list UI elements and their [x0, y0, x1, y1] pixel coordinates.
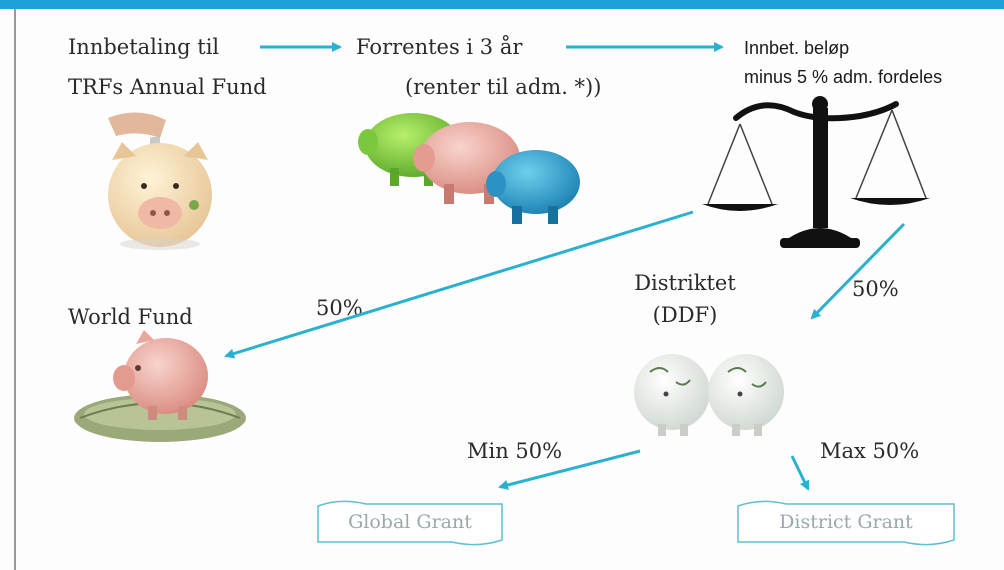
step2-line2: (renter til adm. *)): [405, 75, 602, 99]
step3-line2: minus 5 % adm. fordeles: [744, 67, 943, 87]
district-grant-box: [737, 500, 955, 546]
arrow-to-district: [810, 222, 906, 320]
ceramic-piggy-banks-icon: [634, 354, 784, 436]
left-border-line: [14, 9, 16, 570]
piggy-banks-colorful-icon: [358, 113, 580, 224]
step2-line1: Forrentes i 3 år: [356, 35, 523, 59]
arrow-to-global-grant: [498, 449, 641, 490]
top-accent-bar: [0, 0, 1004, 9]
district-percent: 50%: [852, 277, 899, 301]
min-percent-label: Min 50%: [467, 439, 563, 463]
step1-line2: TRFs Annual Fund: [68, 75, 267, 99]
district-label: Distriktet: [634, 271, 736, 295]
global-grant-label: Global Grant: [348, 511, 472, 533]
arrow-to-district-grant: [790, 455, 810, 491]
piggy-bank-money-nest-icon: [74, 330, 246, 442]
district-grant-label: District Grant: [779, 511, 913, 533]
ddf-label: (DDF): [652, 303, 718, 327]
balance-scale-icon: [702, 96, 930, 248]
step3-line1: Innbet. beløp: [744, 38, 850, 58]
step1-line1: Innbetaling til: [68, 35, 220, 59]
arrow-to-world-fund: [224, 210, 694, 359]
world-fund-label: World Fund: [68, 305, 193, 329]
piggy-bank-coin-icon: [108, 112, 212, 250]
global-grant-box: [317, 500, 503, 546]
max-percent-label: Max 50%: [820, 439, 920, 463]
